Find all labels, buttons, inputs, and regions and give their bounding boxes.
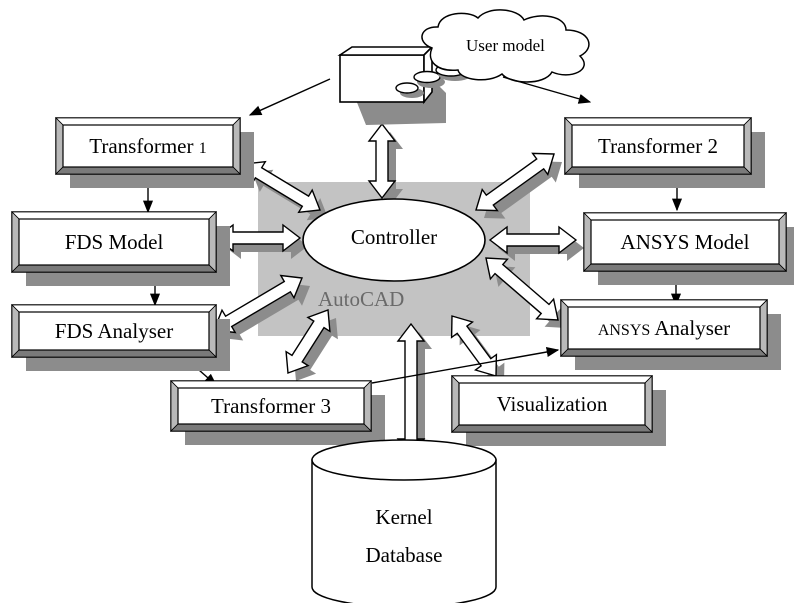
cloud-shape: [421, 9, 590, 83]
database-label-line2: Database: [366, 543, 443, 567]
connector-arrows: [213, 122, 584, 464]
ansys-analyser-box-label: ANSYS Analyser: [598, 316, 730, 340]
arrow-transformer2-controller: [475, 152, 562, 219]
ansys-analyser-box: ANSYS Analyser: [560, 299, 781, 370]
transformer3-box-label: Transformer 3: [211, 394, 331, 418]
arrow-transformer3-controller: [285, 309, 338, 381]
arrow-ansys-analyser-controller: [485, 257, 566, 328]
ansys-model-box-label: ANSYS Model: [621, 230, 750, 254]
transformer3-box: Transformer 3: [170, 380, 385, 445]
transformer1-box-label: Transformer 1: [89, 134, 206, 158]
controller-node: Controller: [302, 198, 486, 282]
fds-analyser-box-label: FDS Analyser: [55, 319, 173, 343]
fds-analyser-box: FDS Analyser: [11, 304, 230, 371]
arrow-computer-to-transformer1: [248, 78, 331, 116]
arrow-visualization-controller: [450, 315, 505, 384]
thought-bubble-small: [395, 82, 419, 94]
autocad-label: AutoCAD: [318, 287, 404, 311]
database-top: [311, 439, 497, 481]
arrow-fds-model-controller: [214, 223, 308, 259]
kernel-database: Kernel Database: [311, 439, 497, 608]
ansys-model-box: ANSYS Model: [583, 212, 794, 285]
fds-model-box-label: FDS Model: [65, 230, 164, 254]
transformer1-box: Transformer 1: [55, 117, 254, 188]
thought-bubble-mid: [413, 70, 441, 84]
controller-label: Controller: [351, 225, 437, 249]
arrow-fds-analyser-controller: [213, 274, 310, 341]
arrow-computer-controller: [367, 122, 403, 206]
controller-ellipse: [302, 198, 486, 282]
visualization-box-label: Visualization: [497, 392, 608, 416]
user-model-cloud: User model: [395, 9, 590, 98]
visualization-box: Visualization: [451, 375, 666, 446]
arrow-ansys-model-controller: [488, 225, 584, 261]
arrow-cloud-to-transformer2: [502, 76, 592, 104]
database-body: [311, 459, 497, 608]
transformer2-box: Transformer 2: [564, 117, 765, 188]
user-model-label: User model: [466, 36, 545, 55]
arrow-transformer1-controller: [243, 160, 328, 221]
arrow-database-controller: [396, 322, 432, 464]
arrow-transformer3-to-ansys-analyser: [371, 347, 560, 384]
fds-model-box: FDS Model: [11, 211, 230, 286]
transformer2-box-label: Transformer 2: [598, 134, 718, 158]
database-label-line1: Kernel: [375, 505, 432, 529]
